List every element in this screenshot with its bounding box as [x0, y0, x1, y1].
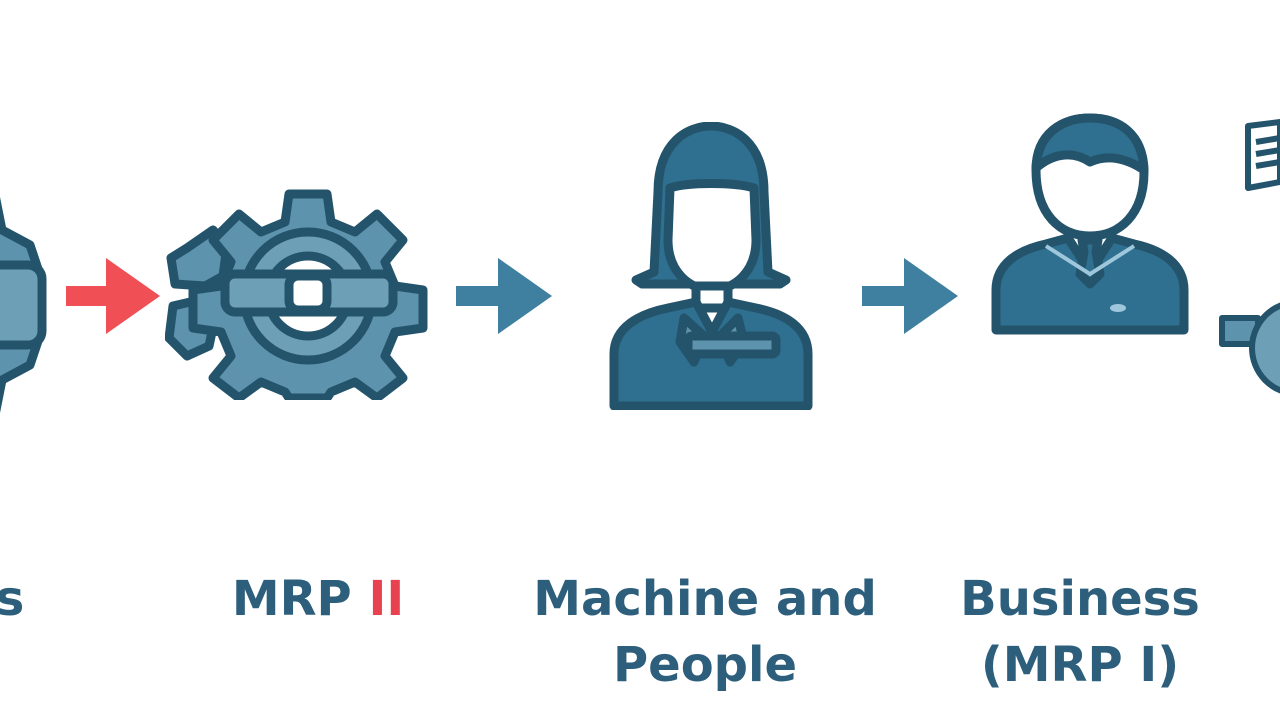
document-icon — [1219, 119, 1280, 394]
step-label-partial: s — [0, 566, 30, 632]
label-line-2: People — [612, 637, 798, 693]
arrow-right-icon — [862, 258, 958, 334]
woman-avatar-icon — [609, 122, 813, 410]
step-label-machine-people: Machine and People — [500, 566, 910, 698]
gear-icon-partial — [0, 197, 47, 413]
gear-icon — [165, 189, 428, 400]
step-label-line: s — [0, 571, 25, 627]
label-line-1: Business — [960, 571, 1200, 627]
label-line-1: Machine and — [533, 571, 877, 627]
label-accent-text: II — [368, 571, 405, 627]
label-main-text: MRP — [231, 571, 369, 627]
step-label-business: Business (MRP I) — [940, 566, 1220, 698]
arrow-right-icon — [66, 258, 160, 334]
arrow-right-icon — [456, 258, 552, 334]
label-line-2: (MRP I) — [980, 637, 1180, 693]
man-avatar-icon — [991, 113, 1189, 335]
step-label-mrp2: MRP II — [200, 566, 436, 632]
